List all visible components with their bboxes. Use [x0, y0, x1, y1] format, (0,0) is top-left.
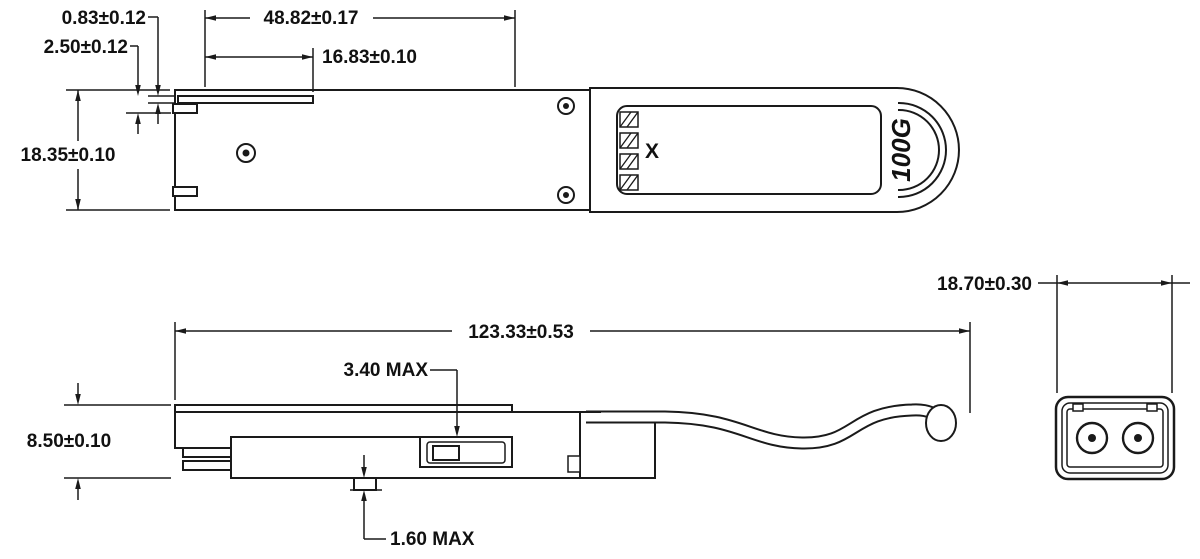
top-cover-plate — [174, 404, 513, 413]
lc-port-left — [1075, 421, 1109, 455]
grip-marking: X — [645, 140, 659, 163]
screw-bottom-right-center — [563, 192, 569, 198]
dim-plug-width: 18.70±0.30 — [937, 274, 1190, 393]
product-marking: 100G — [886, 118, 916, 182]
emi-tab-upper — [182, 447, 232, 458]
slide-latch-inner — [426, 441, 506, 464]
dim-body-height-label: 8.50±0.10 — [27, 431, 111, 452]
latch-slot-right — [1146, 403, 1158, 412]
grip-hatch — [619, 111, 639, 191]
dim-tab-step: 2.50±0.12 — [44, 37, 171, 134]
side-view: 123.33±0.53 3.40 MAX 8.50±0.10 — [27, 322, 971, 550]
dim-body-width: 18.35±0.10 — [21, 89, 170, 211]
screw-bottom-right — [557, 186, 575, 204]
end-view: 18.70±0.30 — [937, 274, 1190, 481]
left-clip-top — [172, 103, 198, 114]
dim-flat-length: 48.82±0.17 — [204, 8, 516, 87]
loop-inner-arc-2 — [897, 101, 947, 199]
dim-rail-length: 16.83±0.10 — [205, 47, 417, 92]
lc-port-right — [1121, 421, 1155, 455]
screw-top-right — [557, 97, 575, 115]
loop-inner-arc-1 — [897, 108, 940, 192]
module-body-top — [174, 89, 591, 211]
dim-protrusion-max-label: 1.60 MAX — [390, 529, 475, 550]
dim-body-height: 8.50±0.10 — [27, 383, 171, 500]
screw-left-center — [242, 149, 250, 157]
dim-protrusion-max: 1.60 MAX — [350, 455, 475, 550]
emi-tab-lower — [182, 460, 232, 471]
lc-ferrule-right — [1134, 434, 1142, 442]
screw-left — [236, 143, 256, 163]
latch-slot-left — [1072, 403, 1084, 412]
dim-tab-thickness: 0.83±0.12 — [62, 8, 176, 124]
lc-ferrule-left — [1088, 434, 1096, 442]
handle-tip — [925, 404, 957, 442]
receptacle-pocket — [1066, 408, 1164, 468]
dim-rail-length-label: 16.83±0.10 — [322, 47, 417, 68]
rear-pin — [567, 455, 581, 473]
latch-detent — [432, 445, 460, 461]
dim-flat-length-label: 48.82±0.17 — [264, 8, 359, 29]
top-view: X 100G 48.82±0.17 16.83±0.10 — [21, 8, 960, 213]
dim-overall-length: 123.33±0.53 — [174, 322, 971, 413]
dim-body-width-label: 18.35±0.10 — [21, 145, 116, 166]
dim-tab-step-label: 2.50±0.12 — [44, 37, 128, 58]
bottom-tab — [353, 477, 377, 491]
pull-tab-opening — [616, 105, 882, 195]
left-clip-bottom — [172, 186, 198, 197]
dim-plug-width-label: 18.70±0.30 — [937, 274, 1032, 295]
dim-overall-length-label: 123.33±0.53 — [468, 322, 574, 343]
dim-latch-height-max: 3.40 MAX — [344, 360, 460, 437]
top-rail — [177, 95, 314, 104]
dim-tab-thickness-label: 0.83±0.12 — [62, 8, 146, 29]
dim-latch-height-max-label: 3.40 MAX — [344, 360, 429, 381]
screw-top-right-center — [563, 103, 569, 109]
